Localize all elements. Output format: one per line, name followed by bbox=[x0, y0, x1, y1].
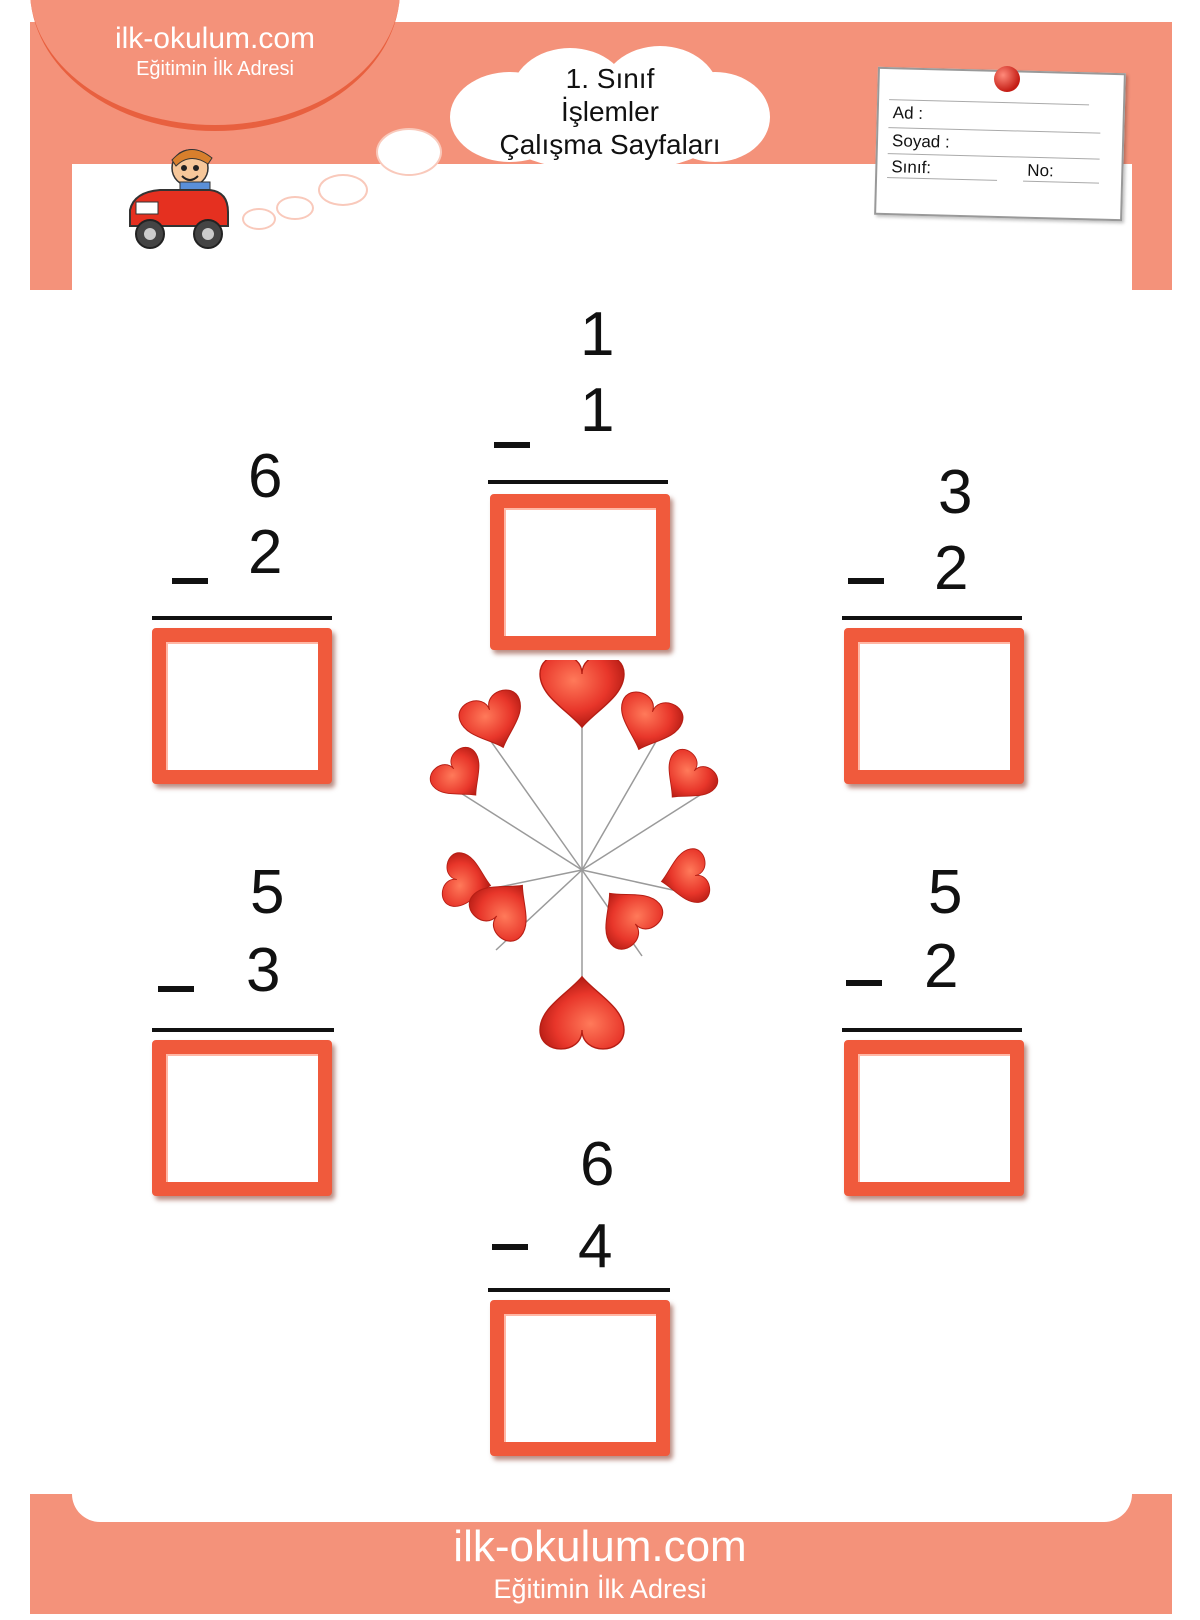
cartoon-car-icon bbox=[129, 149, 229, 249]
minus-sign bbox=[846, 980, 882, 986]
answer-box[interactable] bbox=[844, 1040, 1024, 1196]
problem-top-number: 6 bbox=[248, 442, 283, 511]
minus-sign bbox=[848, 578, 884, 584]
logo-title: ilk-okulum.com bbox=[114, 22, 316, 55]
answer-box[interactable] bbox=[490, 1300, 670, 1456]
problem-bottom-number: 1 bbox=[580, 376, 615, 445]
title-line-1: 1. Sınıf bbox=[565, 63, 655, 94]
problem-top-number: 5 bbox=[250, 858, 285, 927]
title-cloud: 1. Sınıf İşlemler Çalışma Sayfaları bbox=[440, 42, 780, 172]
problem-bottom-number: 4 bbox=[578, 1212, 613, 1281]
footer-title[interactable]: ilk-okulum.com bbox=[453, 1522, 747, 1571]
thought-puff bbox=[242, 208, 276, 230]
logo-subtitle: Eğitimin İlk Adresi bbox=[136, 58, 294, 80]
minus-sign bbox=[492, 1244, 528, 1250]
header-right-side bbox=[1132, 164, 1172, 290]
thought-puff bbox=[276, 196, 314, 220]
footer-subtitle: Eğitimin İlk Adresi bbox=[493, 1574, 707, 1604]
answer-box[interactable] bbox=[152, 1040, 332, 1196]
title-line-3: Çalışma Sayfaları bbox=[499, 129, 721, 160]
answer-rule bbox=[152, 1028, 334, 1032]
answer-box[interactable] bbox=[844, 628, 1024, 784]
push-pin-icon bbox=[994, 66, 1020, 92]
answer-rule bbox=[152, 616, 332, 620]
soyad-label: Soyad : bbox=[891, 131, 950, 152]
answer-box[interactable] bbox=[152, 628, 332, 784]
answer-rule bbox=[488, 480, 668, 484]
problem-bottom-number: 3 bbox=[246, 936, 281, 1005]
problem-top-number: 6 bbox=[580, 1130, 615, 1199]
problem-top-number: 1 bbox=[580, 300, 615, 369]
worksheet-title: 1. Sınıf İşlemler Çalışma Sayfaları bbox=[440, 62, 780, 161]
ad-label: Ad : bbox=[892, 103, 924, 123]
problem-bottom-number: 2 bbox=[934, 534, 969, 603]
problem-bottom-number: 2 bbox=[924, 932, 959, 1001]
minus-sign bbox=[494, 442, 530, 448]
problem-top-number: 3 bbox=[938, 458, 973, 527]
header-left-side bbox=[30, 164, 72, 290]
answer-box[interactable] bbox=[490, 494, 670, 650]
sinif-label: Sınıf: bbox=[891, 157, 932, 178]
minus-sign bbox=[158, 986, 194, 992]
no-label: No: bbox=[1027, 160, 1055, 181]
thought-puff bbox=[318, 174, 368, 206]
answer-rule bbox=[842, 1028, 1022, 1032]
heart-bouquet-icon bbox=[424, 660, 724, 1050]
footer-notch bbox=[72, 1494, 1132, 1522]
problem-bottom-number: 2 bbox=[248, 518, 283, 587]
problem-top-number: 5 bbox=[928, 858, 963, 927]
answer-rule bbox=[842, 616, 1022, 620]
title-line-2: İşlemler bbox=[560, 96, 659, 127]
answer-rule bbox=[488, 1288, 670, 1292]
thought-puff bbox=[376, 128, 442, 176]
minus-sign bbox=[172, 578, 208, 584]
